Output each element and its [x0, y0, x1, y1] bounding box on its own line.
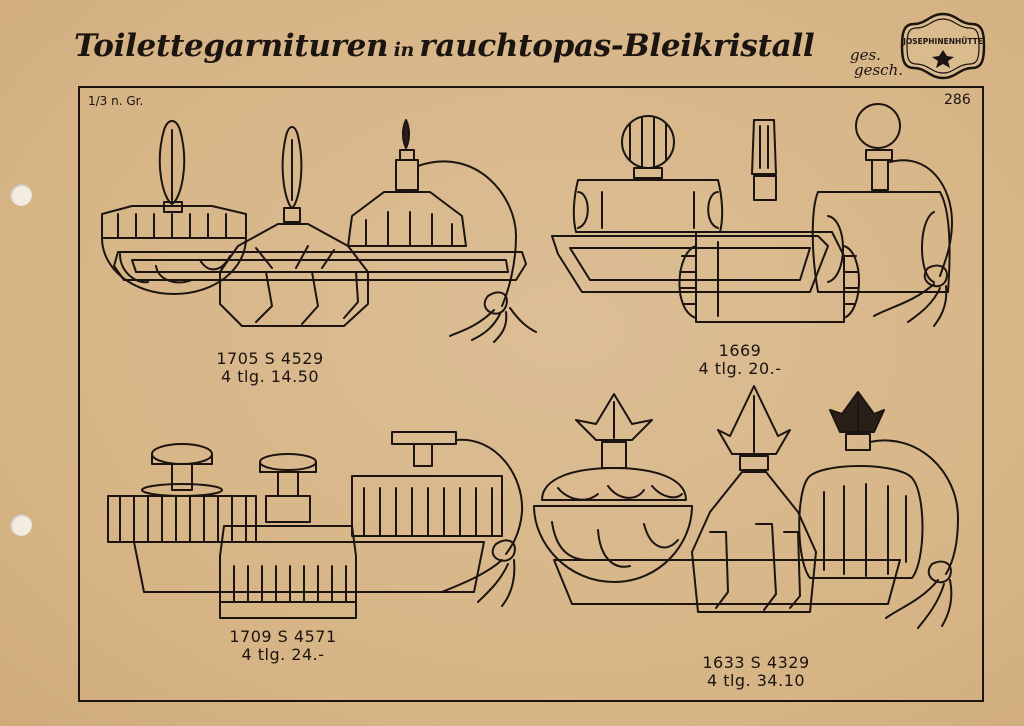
set-1709-illustration [107, 431, 524, 619]
scale-note: 1/3 n. Gr. [88, 94, 144, 108]
title-part-1: Toilettegarnituren [74, 28, 389, 64]
set-1705-illustration [101, 119, 537, 343]
binder-hole-bottom [10, 514, 32, 536]
set-1669-illustration [551, 103, 953, 327]
set-1633-price: 4 tlg. 34.10 [706, 671, 806, 690]
set-1669-price: 4 tlg. 20.- [698, 359, 782, 378]
josephinenhuette-logo: JOSEPHINENHÜTTE [900, 12, 986, 80]
logo-text: JOSEPHINENHÜTTE [902, 37, 983, 46]
title-part-2: in [393, 39, 415, 61]
binder-hole-top [10, 184, 32, 206]
ges-text: ges. [850, 46, 881, 64]
gesch-text: gesch. [854, 61, 904, 79]
set-1669-caption: 1669 4 tlg. 20.- [680, 342, 800, 378]
set-1709-caption: 1709 S 4571 4 tlg. 24.- [208, 628, 358, 664]
registered-mark: ges. gesch. [850, 48, 903, 78]
set-1709-price: 4 tlg. 24.- [241, 645, 325, 664]
illustration-frame [78, 86, 984, 702]
set-1633-caption: 1633 S 4329 4 tlg. 34.10 [676, 654, 836, 690]
set-1705-caption: 1705 S 4529 4 tlg. 14.50 [210, 350, 330, 386]
set-1709-model: 1709 S 4571 [229, 627, 337, 646]
set-1633-model: 1633 S 4329 [702, 653, 810, 672]
set-1705-model: 1705 S 4529 [216, 349, 324, 368]
page-title: Toilettegarnituren in rauchtopas-Bleikri… [74, 28, 815, 64]
page-number: 286 [944, 92, 971, 108]
set-1705-price: 4 tlg. 14.50 [220, 367, 320, 386]
title-part-3: rauchtopas-Bleikristall [419, 28, 815, 64]
set-1633-illustration [533, 385, 959, 629]
set-1669-model: 1669 [718, 341, 762, 360]
